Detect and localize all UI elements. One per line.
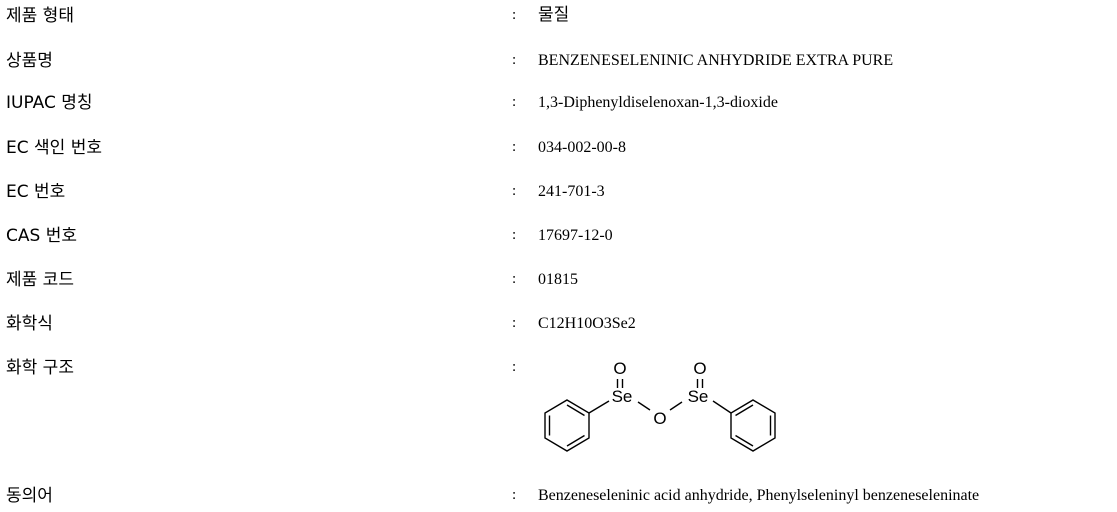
row-product-form: 제품 형태 : 물질 [0, 4, 1117, 32]
separator: : [512, 271, 517, 287]
row-trade-name: 상품명 : BENZENESELENINIC ANHYDRIDE EXTRA P… [0, 49, 1117, 77]
value-iupac-name: 1,3-Diphenyldiselenoxan-1,3-dioxide [538, 94, 778, 111]
right-benzene-ring [730, 399, 776, 452]
separator: : [512, 183, 517, 199]
label-iupac-name: IUPAC 명칭 [6, 93, 93, 113]
row-cas-number: CAS 번호 : 17697-12-0 [0, 224, 1117, 252]
value-trade-name: BENZENESELENINIC ANHYDRIDE EXTRA PURE [538, 52, 894, 69]
separator: : [512, 487, 517, 503]
structure-svg: O Se O O Se [544, 359, 776, 452]
separator: : [512, 52, 517, 68]
right-ring-double-bond [735, 404, 754, 417]
left-benzene-ring [544, 399, 590, 452]
value-synonyms: Benzeneseleninic acid anhydride, Phenyls… [538, 487, 980, 504]
right-ring-double-bond [735, 434, 754, 447]
label-product-code: 제품 코드 [6, 270, 74, 290]
atom-oxygen-right: O [693, 359, 706, 378]
label-chemical-structure: 화학 구조 [6, 358, 74, 378]
row-iupac-name: IUPAC 명칭 : 1,3-Diphenyldiselenoxan-1,3-d… [0, 91, 1117, 119]
atom-selenium-left: Se [612, 387, 633, 406]
separator: : [512, 227, 517, 243]
bond-se-o-bridge-left [637, 401, 651, 411]
left-ring-double-bond [566, 434, 585, 447]
separator: : [512, 315, 517, 331]
bond-se-o-bridge-right [669, 401, 683, 411]
label-ec-number: EC 번호 [6, 182, 66, 202]
chemical-structure-diagram: O Se O O Se [532, 358, 812, 464]
value-formula: C12H10O3Se2 [538, 315, 636, 332]
row-product-code: 제품 코드 : 01815 [0, 268, 1117, 296]
bond-ring-se-left [588, 400, 610, 414]
atom-oxygen-bridge: O [653, 409, 666, 428]
value-product-code: 01815 [538, 271, 578, 288]
separator: : [512, 139, 517, 155]
separator: : [512, 94, 517, 110]
row-synonyms: 동의어 : Benzeneseleninic acid anhydride, P… [0, 484, 1117, 512]
value-ec-index-number: 034-002-00-8 [538, 139, 626, 156]
atom-oxygen-left: O [613, 359, 626, 378]
value-ec-number: 241-701-3 [538, 183, 605, 200]
value-product-form: 물질 [538, 5, 570, 25]
left-ring-double-bond [566, 404, 585, 417]
label-ec-index-number: EC 색인 번호 [6, 138, 102, 158]
value-cas-number: 17697-12-0 [538, 227, 613, 244]
row-formula: 화학식 : C12H10O3Se2 [0, 312, 1117, 340]
separator: : [512, 359, 517, 375]
label-product-form: 제품 형태 [6, 6, 74, 26]
bond-se-ring-right [712, 400, 732, 414]
label-cas-number: CAS 번호 [6, 226, 77, 246]
separator: : [512, 7, 517, 23]
row-ec-index-number: EC 색인 번호 : 034-002-00-8 [0, 136, 1117, 164]
label-synonyms: 동의어 [6, 486, 53, 506]
row-chemical-structure: 화학 구조 : [0, 356, 1117, 384]
label-formula: 화학식 [6, 314, 53, 334]
row-ec-number: EC 번호 : 241-701-3 [0, 180, 1117, 208]
label-trade-name: 상품명 [6, 51, 53, 71]
atom-selenium-right: Se [688, 387, 709, 406]
